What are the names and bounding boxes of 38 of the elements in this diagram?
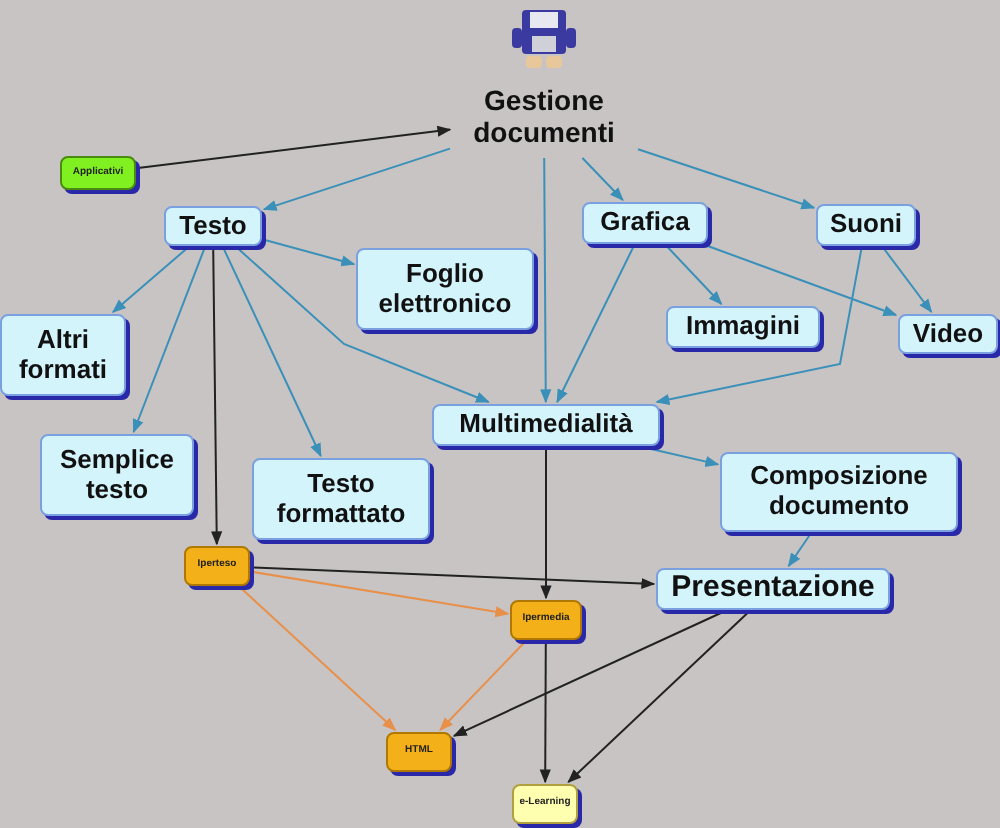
arrow <box>556 245 635 404</box>
arrow <box>567 611 750 783</box>
arrow <box>251 570 510 618</box>
arrow <box>581 157 624 201</box>
concept-box: Foglio elettronico <box>356 248 534 330</box>
arrow <box>111 247 189 313</box>
concept-box: Semplice testo <box>40 434 194 516</box>
arrow <box>540 447 552 600</box>
concept-box: Immagini <box>666 306 820 348</box>
topic-label: Gestione documenti <box>452 80 636 156</box>
concept-box: Testo <box>164 206 262 246</box>
arrow <box>882 247 933 314</box>
concept-box: Presentazione <box>656 568 890 610</box>
concept-box: Altri formati <box>0 314 126 396</box>
arrow <box>637 148 816 210</box>
arrow <box>540 157 552 404</box>
concept-box: Grafica <box>582 202 708 244</box>
arrow <box>211 247 223 546</box>
arrow <box>665 245 723 305</box>
arrow <box>251 566 656 590</box>
arrow <box>236 247 490 403</box>
arrow <box>439 641 526 731</box>
arrow <box>263 238 356 267</box>
concept-box: Suoni <box>816 204 916 246</box>
concept-box: Video <box>898 314 998 354</box>
concept-box: Composizione documento <box>720 452 958 532</box>
arrow <box>706 245 898 316</box>
arrow <box>787 533 812 568</box>
arrow <box>132 247 206 434</box>
arrow <box>539 641 551 784</box>
arrow <box>137 125 452 169</box>
concept-box: Multimedialità <box>432 404 660 446</box>
arrow <box>452 611 724 737</box>
concept-box: Testo formattato <box>252 458 430 540</box>
arrow <box>239 587 397 731</box>
arrow <box>655 247 863 405</box>
arrow <box>262 147 451 211</box>
arrow <box>222 247 322 458</box>
